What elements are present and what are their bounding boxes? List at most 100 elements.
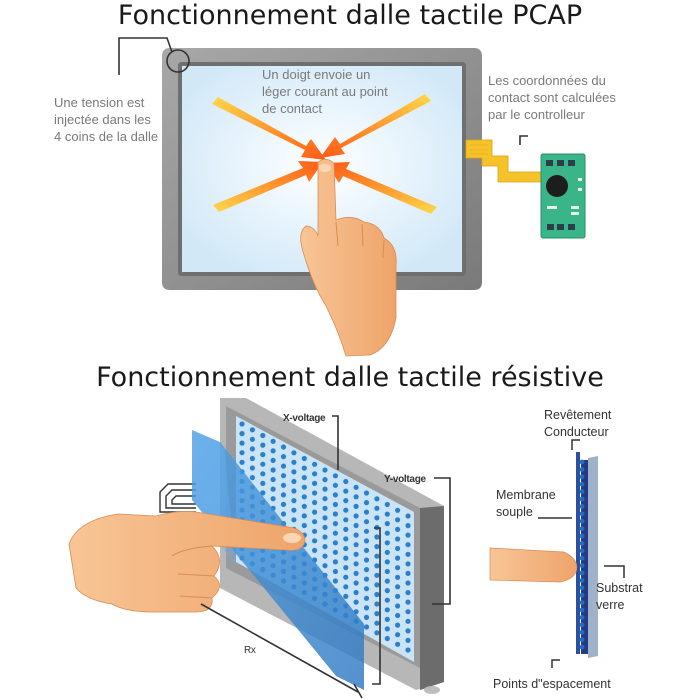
spacer-dot: [354, 580, 359, 585]
spacer-dot: [374, 563, 379, 568]
controller-chip: [546, 175, 568, 197]
spacer-dot: [333, 521, 338, 526]
spacer-dot: [395, 623, 400, 628]
spacer-dot: [364, 577, 369, 582]
spacer-dot: [322, 515, 327, 520]
spacer-dot: [312, 529, 317, 534]
spacer-dot: [322, 554, 327, 559]
cross-section-spacer-dot: [580, 637, 585, 642]
spacer-dot: [333, 492, 338, 497]
spacer-dot: [364, 538, 369, 543]
spacer-dot: [385, 636, 390, 641]
spacer-dot: [271, 487, 276, 492]
spacer-dot: [312, 462, 317, 467]
spacer-dot: [385, 511, 390, 516]
spacer-dot: [385, 579, 390, 584]
spacer-dot: [374, 544, 379, 549]
spacer-dot: [281, 444, 286, 449]
spacer-dot: [250, 446, 255, 451]
spacer-dot: [405, 571, 410, 576]
spacer-dot: [250, 437, 255, 442]
spacer-dot: [364, 529, 369, 534]
cross-section-spacer-dot: [580, 585, 585, 590]
cross-section-spacer-dot: [580, 593, 585, 598]
spacer-dot: [385, 540, 390, 545]
cross-section-spacer-dot: [580, 497, 585, 502]
spacer-dot: [333, 550, 338, 555]
spacer-dot: [343, 536, 348, 541]
spacer-dot: [385, 617, 390, 622]
label-y-voltage: Y-voltage: [384, 471, 426, 488]
spacer-dot: [312, 471, 317, 476]
spacer-dot: [385, 569, 390, 574]
spacer-dot: [302, 513, 307, 518]
spacer-dot: [281, 454, 286, 459]
spacer-dot: [374, 592, 379, 597]
spacer-dot: [281, 502, 286, 507]
label-rx: Rx: [244, 642, 256, 659]
spacer-dot: [302, 504, 307, 509]
spacer-dot: [395, 594, 400, 599]
spacer-dot: [405, 628, 410, 633]
spacer-dot: [395, 584, 400, 589]
spacer-dot: [405, 590, 410, 595]
spacer-dot: [374, 534, 379, 539]
spacer-dot: [405, 513, 410, 518]
spacer-dot: [395, 536, 400, 541]
cross-section-membrane: [576, 452, 580, 654]
label-controller-calc: Les coordonnées du contact sont calculée…: [488, 72, 616, 123]
spacer-dot: [395, 556, 400, 561]
spacer-dot: [364, 500, 369, 505]
spacer-dot: [333, 578, 338, 583]
cross-section-spacer-dot: [580, 460, 585, 465]
spacer-dot: [322, 544, 327, 549]
cross-section: [490, 440, 624, 668]
spacer-dot: [364, 519, 369, 524]
spacer-dot: [405, 609, 410, 614]
cross-section-spacer-dot: [580, 600, 585, 605]
spacer-dot: [343, 556, 348, 561]
resistive-title: Fonctionnement dalle tactile résistive: [0, 362, 700, 393]
spacer-dot: [302, 485, 307, 490]
cross-section-spacer-dot: [580, 645, 585, 650]
spacer-dot: [354, 533, 359, 538]
cross-section-spacer-dot: [580, 474, 585, 479]
spacer-dot: [291, 498, 296, 503]
spacer-dot: [271, 439, 276, 444]
spacer-dot: [364, 557, 369, 562]
spacer-dot: [343, 565, 348, 570]
spacer-dot: [385, 626, 390, 631]
spacer-dot: [312, 509, 317, 514]
spacer-dot: [333, 569, 338, 574]
controller-assembly: [466, 136, 585, 238]
spacer-dot: [364, 605, 369, 610]
spacer-dot: [385, 588, 390, 593]
spacer-dot: [354, 542, 359, 547]
spacer-dot: [260, 481, 265, 486]
spacer-dot: [385, 559, 390, 564]
spacer-dot: [239, 460, 244, 465]
spacer-dot: [364, 596, 369, 601]
spacer-dot: [354, 504, 359, 509]
spacer-dot: [395, 632, 400, 637]
cross-section-spacer-dot: [580, 608, 585, 613]
spacer-dot: [364, 490, 369, 495]
spacer-dot: [354, 590, 359, 595]
spacer-dot: [395, 565, 400, 570]
spacer-dot: [354, 600, 359, 605]
cross-section-spacer-dot: [580, 534, 585, 539]
cross-section-spacer-dot: [580, 467, 585, 472]
spacer-dot: [239, 431, 244, 436]
spacer-dot: [374, 554, 379, 559]
spacer-dot: [385, 521, 390, 526]
spacer-dot: [395, 575, 400, 580]
spacer-dot: [374, 515, 379, 520]
spacer-dot: [405, 552, 410, 557]
spacer-dot: [343, 546, 348, 551]
spacer-dot: [291, 460, 296, 465]
spacer-dot: [271, 477, 276, 482]
cross-section-spacer-dot: [580, 630, 585, 635]
spacer-dot: [343, 527, 348, 532]
spacer-dot: [302, 523, 307, 528]
cross-section-spacer-dot: [580, 556, 585, 561]
